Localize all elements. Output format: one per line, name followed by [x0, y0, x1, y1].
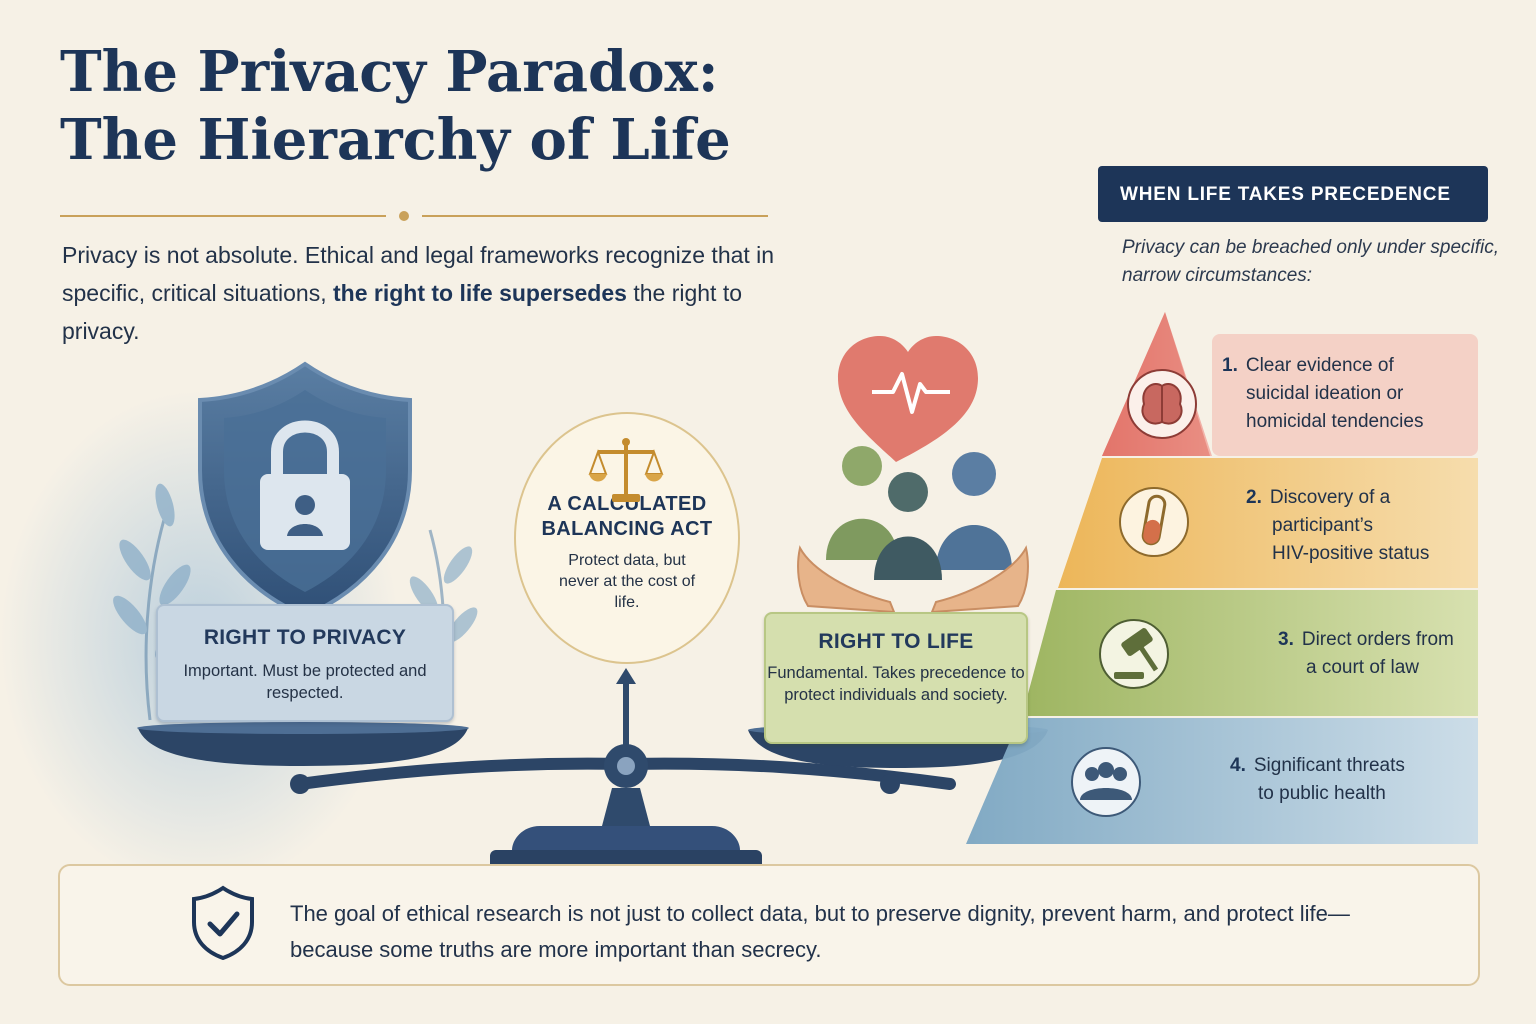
heart-pulse-icon	[838, 336, 978, 462]
condition-line: homicidal tendencies	[1246, 411, 1424, 432]
hierarchy-header-text: WHEN LIFE TAKES PRECEDENCE	[1120, 184, 1451, 205]
condition-line: HIV-positive status	[1272, 543, 1430, 564]
condition-line: a court of law	[1306, 657, 1419, 678]
condition-item-2: 2. Discovery of a participant’s HIV-posit…	[1246, 484, 1429, 568]
condition-line: Discovery of a	[1269, 487, 1391, 508]
balancing-act-heading-line-1: A CALCULATED	[547, 493, 707, 515]
balancing-act-heading: A CALCULATED BALANCING ACT	[516, 492, 738, 542]
title-line-2: The Hierarchy of Life	[60, 107, 731, 173]
right-to-life-card: RIGHT TO LIFE Fundamental. Takes precede…	[764, 612, 1028, 744]
intro-emphasis: the right to life supersedes	[332, 280, 627, 306]
right-to-privacy-heading: RIGHT TO PRIVACY	[203, 626, 407, 649]
condition-line: suicidal ideation or	[1246, 383, 1404, 404]
people-group-icon	[1071, 747, 1141, 817]
scales-of-justice-icon	[588, 438, 664, 502]
right-to-privacy-card: RIGHT TO PRIVACY Important. Must be prot…	[156, 604, 454, 722]
condition-number: 1.	[1222, 355, 1238, 376]
hierarchy-header: WHEN LIFE TAKES PRECEDENCE	[1098, 166, 1488, 222]
right-to-life-heading: RIGHT TO LIFE	[818, 630, 974, 653]
page-title: The Privacy Paradox: The Hierarchy of Li…	[60, 38, 731, 174]
condition-line: Significant threats	[1253, 755, 1405, 776]
footer-callout	[58, 864, 1480, 986]
intro-text-end: the right to privacy.	[62, 280, 743, 344]
condition-number: 3.	[1278, 629, 1294, 650]
gavel-icon	[1099, 619, 1169, 689]
condition-item-3: 3. Direct orders from a court of law	[1278, 626, 1454, 682]
hierarchy-subtitle: Privacy can be breached only under speci…	[1122, 237, 1500, 286]
condition-number: 2.	[1246, 487, 1262, 508]
title-divider	[60, 211, 768, 221]
test-tube-icon	[1119, 487, 1189, 557]
brain-icon	[1127, 369, 1197, 439]
condition-item-1: 1. Clear evidence of suicidal ideation or…	[1222, 352, 1423, 436]
shield-lock-icon	[198, 361, 412, 619]
right-to-life-text: Fundamental. Takes precedence to protect…	[767, 664, 1025, 704]
hierarchy-pyramid	[966, 312, 1478, 844]
title-line-1: The Privacy Paradox:	[60, 39, 719, 105]
intro-text: Privacy is not absolute. Ethical and leg…	[62, 242, 775, 306]
condition-line: Direct orders from	[1301, 629, 1454, 650]
intro-paragraph: Privacy is not absolute. Ethical and leg…	[62, 236, 782, 350]
condition-item-4: 4. Significant threats to public health	[1230, 752, 1405, 808]
condition-line: to public health	[1258, 783, 1386, 804]
balancing-act-heading-line-2: BALANCING ACT	[541, 518, 713, 540]
right-to-privacy-text: Important. Must be protected and respect…	[183, 662, 427, 702]
shield-check-icon	[192, 885, 254, 960]
balancing-act-text: Protect data, but never at the cost of l…	[558, 552, 696, 611]
condition-line: Clear evidence of	[1245, 355, 1394, 376]
people-in-hands-icon	[797, 446, 1029, 614]
condition-line: participant’s	[1272, 515, 1374, 536]
footer-text: The goal of ethical research is not just…	[290, 901, 1350, 962]
condition-number: 4.	[1230, 755, 1246, 776]
